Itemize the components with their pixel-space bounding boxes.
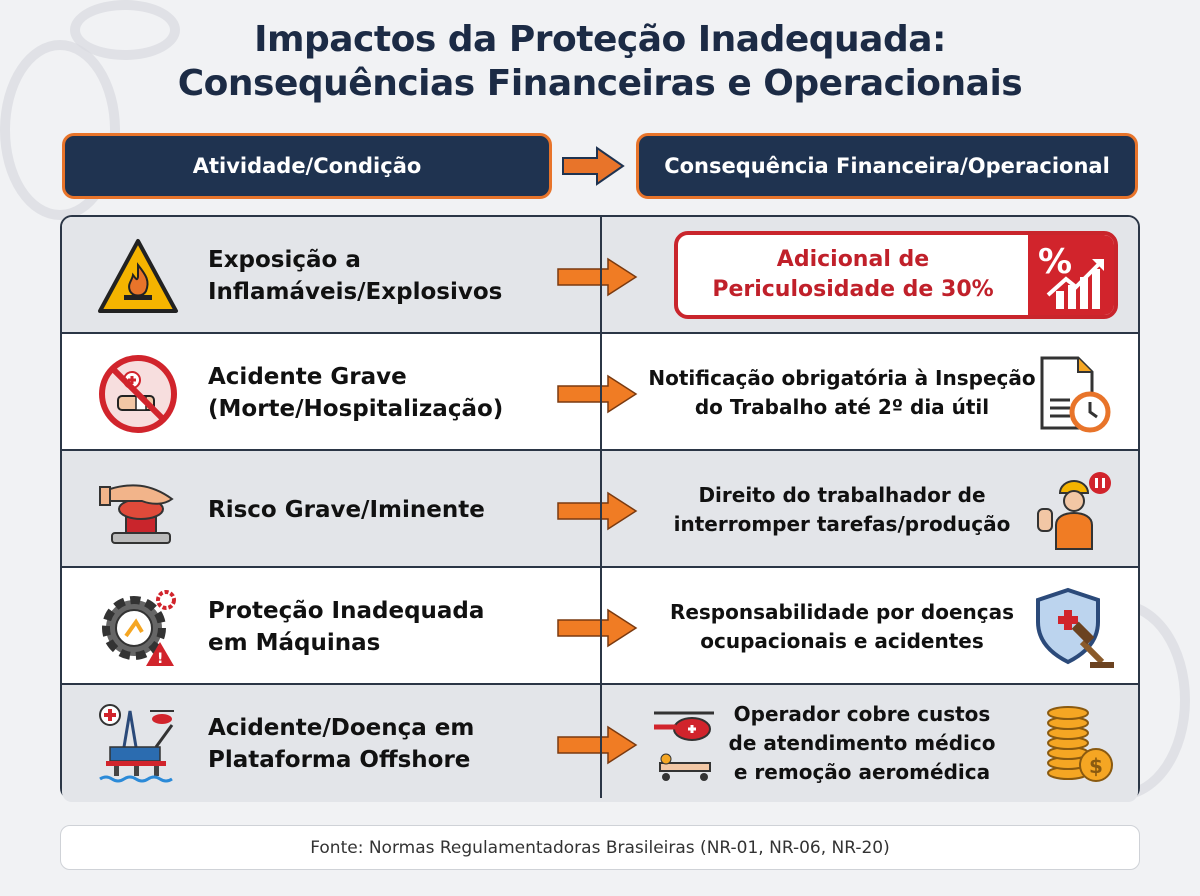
consequence-text: Periculosidade de 30% (712, 277, 994, 302)
arrow-right-icon (562, 146, 625, 186)
percent-growth-icon: % (1028, 235, 1114, 315)
table-row: ! Proteção Inadequada em Máquinas Respons… (62, 568, 1138, 685)
condition-text: Acidente Grave (208, 363, 407, 390)
consequence-text: Responsabilidade por doenças (669, 599, 1015, 624)
condition-text: Exposição a (208, 246, 361, 273)
title-line-2: Consequências Financeiras e Operacionais (177, 63, 1023, 104)
header-activity-label: Atividade/Condição (192, 154, 422, 178)
header-activity: Atividade/Condição (62, 133, 552, 199)
header-consequence: Consequência Financeira/Operacional (636, 133, 1138, 199)
arrow-right-icon (557, 374, 638, 414)
column-divider (600, 217, 602, 798)
document-clock-icon (1040, 356, 1111, 433)
no-injury-icon (99, 355, 177, 433)
consequence-text: ocupacionais e acidentes (700, 628, 984, 653)
worker-stop-icon (1037, 472, 1111, 550)
air-ambulance-icon (654, 711, 714, 781)
svg-text:%: % (1038, 242, 1072, 282)
condition-text: Acidente/Doença em (208, 714, 475, 741)
arrow-right-icon (557, 257, 638, 297)
source-footer: Fonte: Normas Regulamentadoras Brasileir… (60, 825, 1140, 870)
emergency-button-icon (99, 484, 174, 544)
svg-text:!: ! (157, 651, 163, 667)
condition-text: Proteção Inadequada (208, 597, 485, 624)
arrow-right-icon (557, 725, 638, 765)
condition-text: Risco Grave/Iminente (208, 496, 485, 523)
gear-decoration (70, 0, 180, 60)
svg-text:$: $ (1089, 754, 1103, 778)
condition-text: (Morte/Hospitalização) (208, 395, 504, 422)
consequence-text: e remoção aeromédica (733, 760, 991, 784)
consequence-text: do Trabalho até 2º dia útil (694, 394, 990, 419)
flammable-warning-icon (98, 239, 178, 313)
page-title: Impactos da Proteção Inadequada:Consequê… (0, 18, 1200, 106)
header-consequence-label: Consequência Financeira/Operacional (664, 154, 1110, 178)
impact-table: Exposição a Inflamáveis/Explosivos Adicio… (60, 215, 1140, 802)
arrow-right-icon (557, 608, 638, 648)
source-text: Fonte: Normas Regulamentadoras Brasileir… (310, 837, 890, 858)
coins-dollar-icon: $ (1047, 706, 1113, 782)
offshore-platform-icon (99, 704, 174, 783)
gear-decoration (0, 40, 120, 220)
consequence-text: interromper tarefas/produção (673, 511, 1011, 536)
consequence-text: de atendimento médico (728, 731, 996, 755)
condition-text: Inflamáveis/Explosivos (208, 278, 503, 305)
condition-text: em Máquinas (208, 629, 381, 656)
consequence-text: Direito do trabalhador de (698, 482, 986, 507)
shield-gavel-icon (1036, 587, 1114, 668)
condition-text: Plataforma Offshore (208, 746, 471, 773)
arrow-right-icon (557, 491, 638, 531)
consequence-text: Adicional de (776, 247, 930, 272)
machine-gear-warning-icon: ! (102, 590, 176, 667)
consequence-text: Operador cobre custos (733, 702, 991, 726)
title-line-1: Impactos da Proteção Inadequada: (254, 19, 946, 60)
hazard-pay-badge: Adicional de Periculosidade de 30% % (674, 231, 1118, 319)
consequence-text: Notificação obrigatória à Inspeção (648, 365, 1036, 390)
